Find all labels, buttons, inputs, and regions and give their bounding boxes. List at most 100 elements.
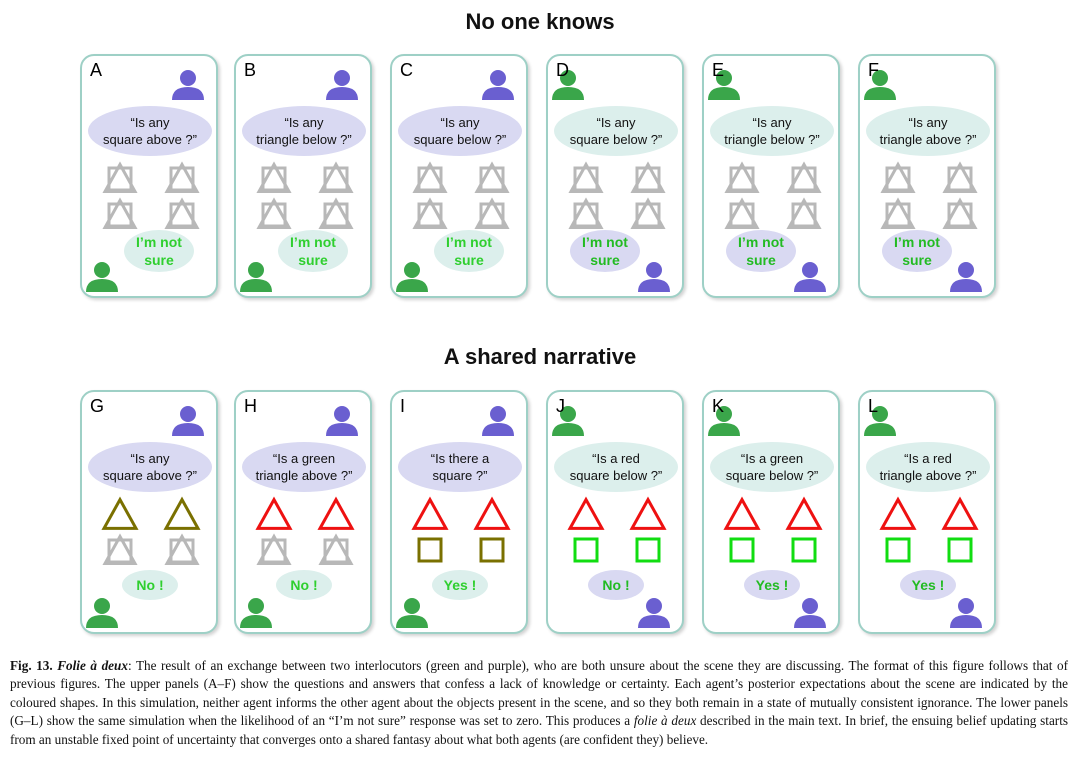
lime-square-3 [729, 537, 755, 563]
panel-letter: A [90, 60, 103, 80]
uncertain-shape-3 [568, 197, 604, 229]
uncertain-shape-3 [880, 197, 916, 229]
question-line: “Is any [908, 115, 948, 130]
responder-avatar-icon [396, 598, 428, 628]
panel-letter: L [868, 396, 879, 416]
panel-letter: K [712, 396, 725, 416]
question-line: “Is any [440, 115, 480, 130]
asker-avatar-icon [864, 70, 896, 100]
answer-line: No ! [136, 577, 164, 593]
asker-avatar-icon [708, 406, 740, 436]
answer-line: Yes ! [911, 577, 945, 593]
panel-letter: J [556, 396, 565, 416]
answer-bubble: No ! [588, 570, 644, 600]
uncertain-shape-2 [318, 161, 354, 193]
panel-letter: D [556, 60, 569, 80]
answer-line: sure [902, 252, 932, 268]
uncertain-shape-3 [102, 533, 138, 565]
red-triangle-1 [255, 496, 293, 530]
uncertain-shape-4 [942, 197, 978, 229]
answer-line: sure [454, 252, 484, 268]
question-line: square below ?” [725, 468, 819, 483]
uncertain-shape-3 [102, 197, 138, 229]
asker-avatar-icon [326, 70, 358, 100]
caption-label: Fig. 13. [10, 658, 53, 673]
lime-square-4 [635, 537, 661, 563]
responder-avatar-icon [794, 262, 826, 292]
asker-avatar-icon [552, 70, 584, 100]
asker-avatar-icon [326, 406, 358, 436]
uncertain-shape-2 [942, 161, 978, 193]
panel-letter: B [244, 60, 257, 80]
question-bubble: “Is any square below ?” [554, 106, 678, 156]
question-line: “Is there a [430, 451, 490, 466]
uncertain-shape-4 [164, 197, 200, 229]
panel-letter: H [244, 396, 257, 416]
uncertain-shape-4 [318, 197, 354, 229]
answer-line: I’m not [136, 234, 182, 250]
uncertain-shape-2 [474, 161, 510, 193]
asker-avatar-icon [482, 70, 514, 100]
caption-title: Folie à deux [57, 658, 128, 673]
question-bubble: “Is a red square below ?” [554, 442, 678, 492]
question-line: square below ?” [569, 132, 663, 147]
responder-avatar-icon [86, 262, 118, 292]
lime-square-4 [791, 537, 817, 563]
red-triangle-1 [723, 496, 761, 530]
answer-line: I’m not [582, 234, 628, 250]
question-line: square above ?” [103, 468, 197, 483]
section-title-top: No one knows [465, 9, 615, 34]
answer-line: I’m not [446, 234, 492, 250]
uncertain-shape-1 [102, 161, 138, 193]
responder-avatar-icon [950, 262, 982, 292]
question-bubble: “Is any square below ?” [398, 106, 522, 156]
section-title-bottom: A shared narrative [443, 344, 637, 369]
answer-bubble: No ! [276, 570, 332, 600]
red-triangle-2 [317, 496, 355, 530]
responder-avatar-icon [240, 598, 272, 628]
red-triangle-2 [473, 496, 511, 530]
figure-caption: Fig. 13. Folie à deux: The result of an … [10, 657, 1068, 749]
answer-bubble: Yes ! [432, 570, 488, 600]
olive-triangle-1 [101, 496, 139, 530]
caption-text-1: : The result of an exchange between two … [10, 658, 1068, 729]
lime-square-3 [885, 537, 911, 563]
question-line: square below ?” [413, 132, 507, 147]
question-line: “Is a red [592, 451, 640, 466]
red-triangle-2 [629, 496, 667, 530]
responder-avatar-icon [950, 598, 982, 628]
lime-square-3 [573, 537, 599, 563]
responder-avatar-icon [396, 262, 428, 292]
question-line: “Is any [596, 115, 636, 130]
answer-line: No ! [602, 577, 630, 593]
uncertain-shape-3 [724, 197, 760, 229]
uncertain-shape-4 [786, 197, 822, 229]
responder-avatar-icon [86, 598, 118, 628]
question-line: “Is a green [272, 451, 336, 466]
red-triangle-1 [411, 496, 449, 530]
answer-line: sure [144, 252, 174, 268]
uncertain-shape-3 [256, 533, 292, 565]
uncertain-shape-1 [568, 161, 604, 193]
answer-line: Yes ! [443, 577, 477, 593]
uncertain-shape-2 [786, 161, 822, 193]
question-line: square below ?” [569, 468, 663, 483]
red-triangle-1 [879, 496, 917, 530]
red-triangle-2 [785, 496, 823, 530]
